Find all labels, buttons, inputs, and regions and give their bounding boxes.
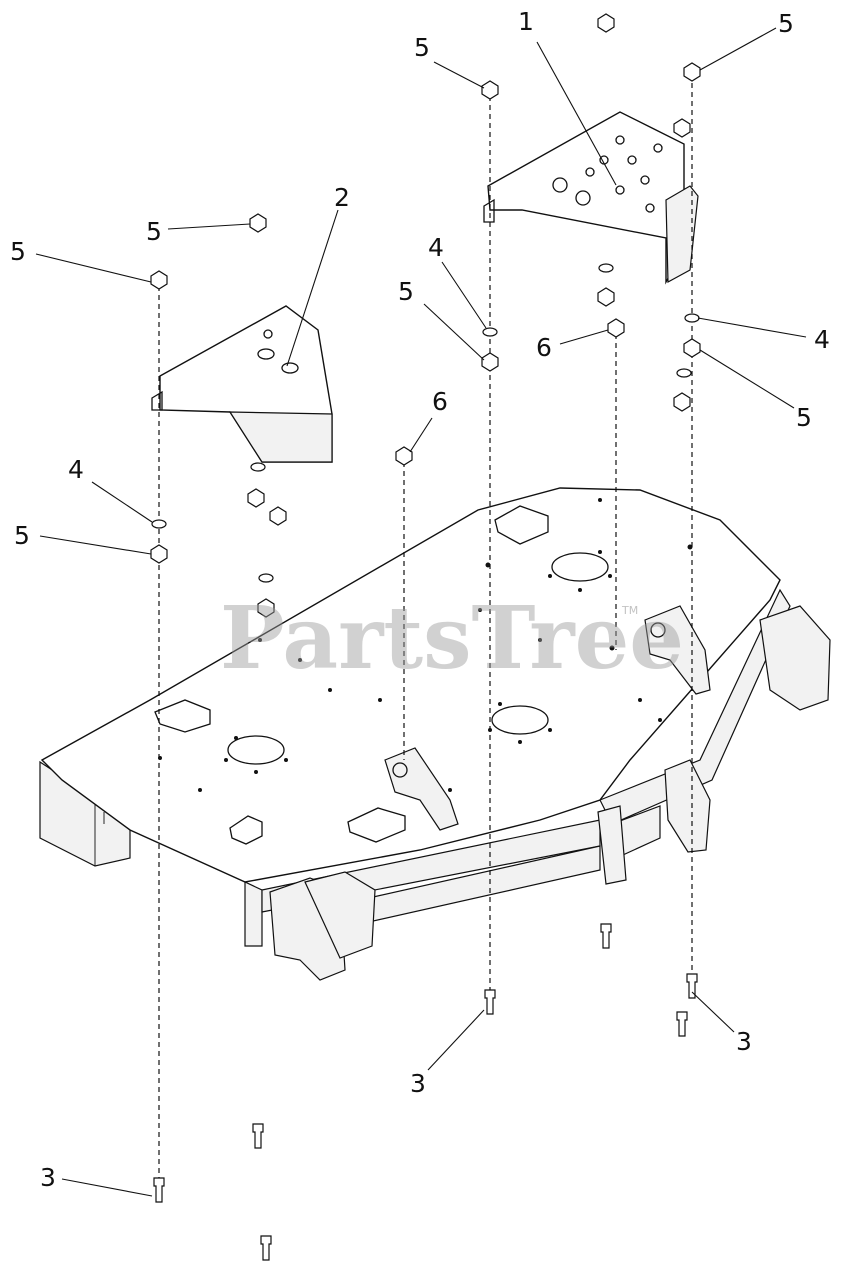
bracket-part-1 (483, 111, 699, 285)
callout-5: 5 (398, 277, 414, 306)
callout-5: 5 (14, 521, 30, 550)
callout-5: 5 (10, 237, 26, 266)
washer-icon (151, 263, 700, 583)
nut-icon (150, 13, 701, 618)
callouts: 1 2 3 3 3 4 4 4 5 5 5 5 5 5 5 6 6 (10, 7, 830, 1192)
deck-plate (39, 487, 831, 981)
callout-4: 4 (428, 233, 444, 262)
callout-5: 5 (778, 9, 794, 38)
callout-1: 1 (518, 7, 534, 36)
bracket-part-2 (151, 305, 333, 463)
leader-lines (35, 27, 807, 1197)
assembly-lines (158, 74, 693, 1190)
callout-2: 2 (334, 183, 350, 212)
callout-3: 3 (40, 1163, 56, 1192)
callout-4: 4 (68, 455, 84, 484)
watermark-tm: TM (621, 604, 638, 617)
callout-5: 5 (796, 403, 812, 432)
callout-6: 6 (536, 333, 552, 362)
callout-3: 3 (410, 1069, 426, 1098)
hardware (150, 13, 701, 1261)
deck-holes (158, 498, 693, 792)
watermark: PartsTree TM (220, 588, 684, 689)
callout-4: 4 (814, 325, 830, 354)
callout-6: 6 (432, 387, 448, 416)
callout-3: 3 (736, 1027, 752, 1056)
callout-5: 5 (146, 217, 162, 246)
watermark-text: PartsTree (220, 588, 684, 689)
bolt-icon (153, 923, 698, 1261)
callout-5: 5 (414, 33, 430, 62)
